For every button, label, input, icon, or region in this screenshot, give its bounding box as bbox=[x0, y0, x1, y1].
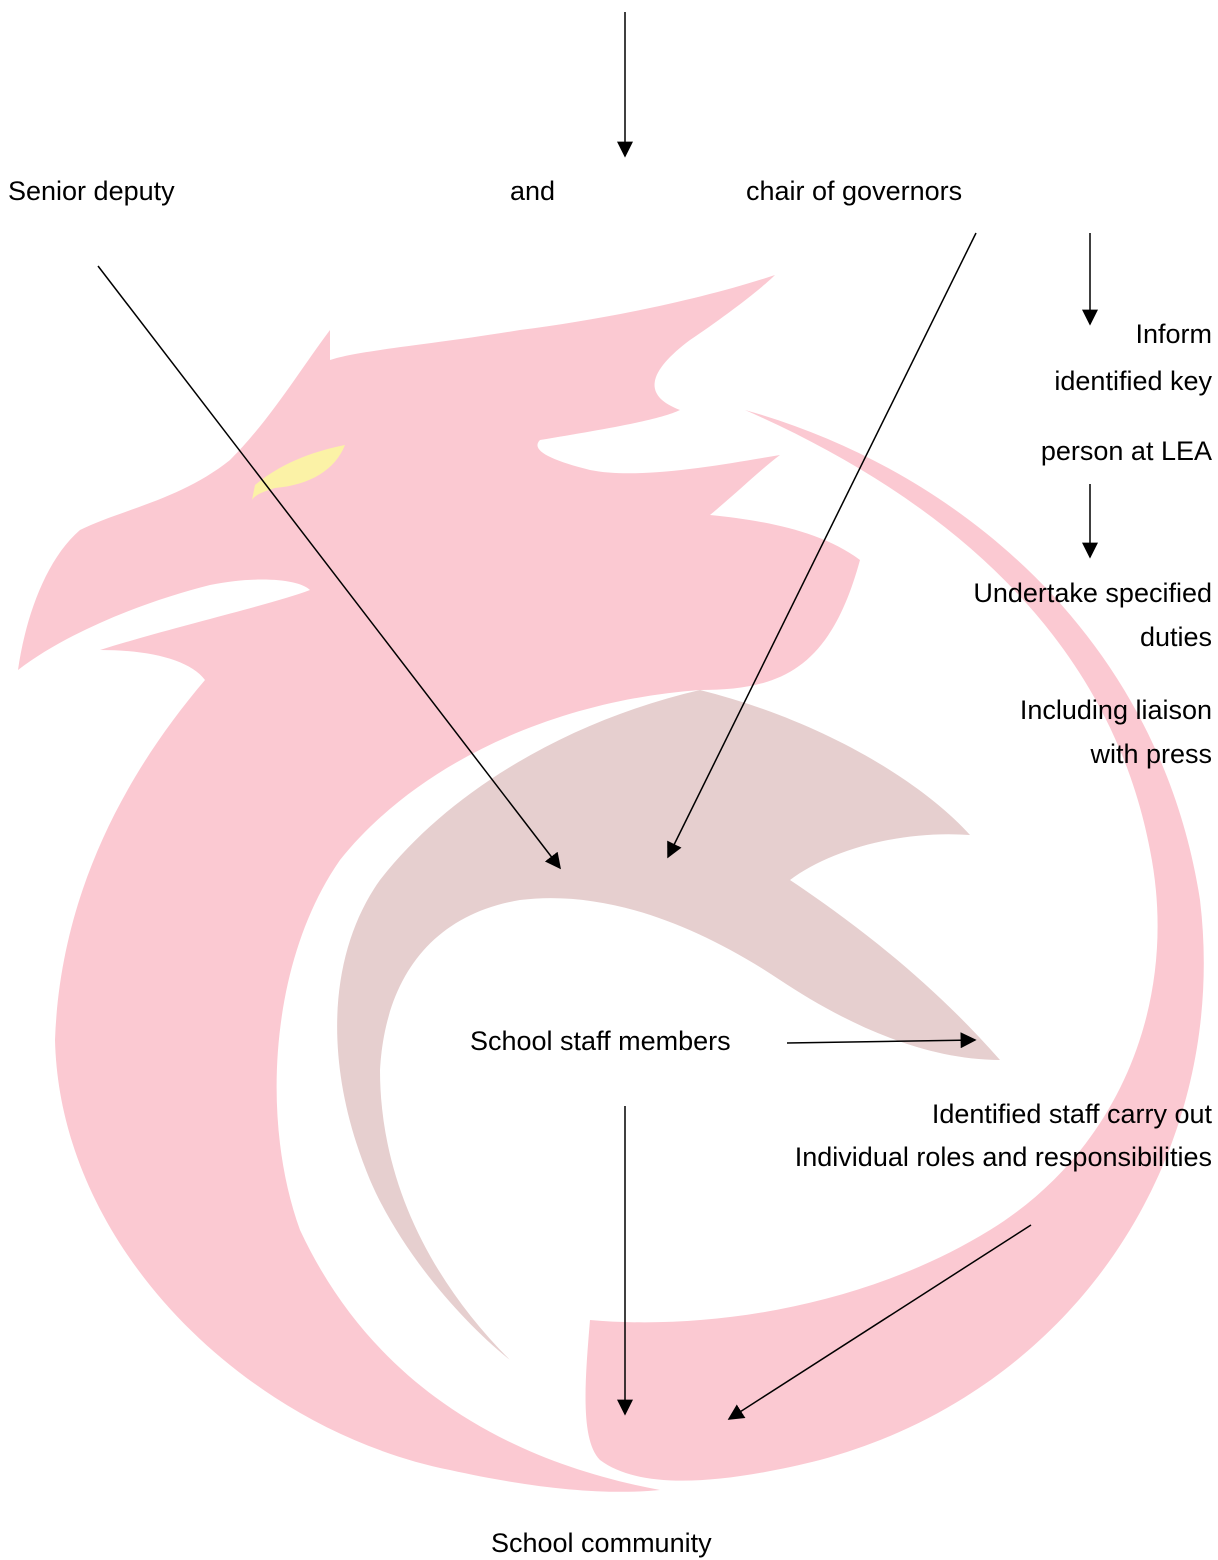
label-including-line1: Including liaison bbox=[1019, 695, 1212, 725]
phoenix-head-body bbox=[18, 275, 860, 1492]
arrow-chair-to-staff bbox=[667, 232, 977, 859]
label-individual-roles: Individual roles and responsibilities bbox=[794, 1142, 1212, 1172]
arrow-roles-to-community bbox=[727, 1224, 1032, 1420]
label-undertake-line1: Undertake specified bbox=[973, 578, 1212, 608]
label-and: and bbox=[510, 176, 556, 206]
phoenix-tail-ring bbox=[585, 410, 1204, 1481]
phoenix-logo-watermark bbox=[18, 275, 1204, 1492]
label-senior-deputy: Senior deputy bbox=[8, 176, 175, 206]
arrow-staff-to-identified bbox=[786, 1032, 977, 1049]
arrow-senior-deputy-to-staff bbox=[97, 265, 561, 870]
label-undertake-line2: duties bbox=[1139, 622, 1212, 652]
label-inform-line2: identified key bbox=[1054, 366, 1212, 396]
label-including-line2: with press bbox=[1090, 739, 1212, 769]
arrows bbox=[97, 12, 1098, 1420]
label-inform-line3: person at LEA bbox=[1040, 436, 1212, 466]
phoenix-inner-swoosh bbox=[337, 690, 1001, 1360]
label-chair-of-governors: chair of governors bbox=[746, 176, 963, 206]
label-identified-staff: Identified staff carry out bbox=[931, 1099, 1212, 1129]
label-school-community: School community bbox=[491, 1528, 712, 1558]
phoenix-eye bbox=[252, 445, 345, 500]
label-school-staff-members: School staff members bbox=[470, 1026, 731, 1056]
label-inform-line1: Inform bbox=[1135, 319, 1212, 349]
